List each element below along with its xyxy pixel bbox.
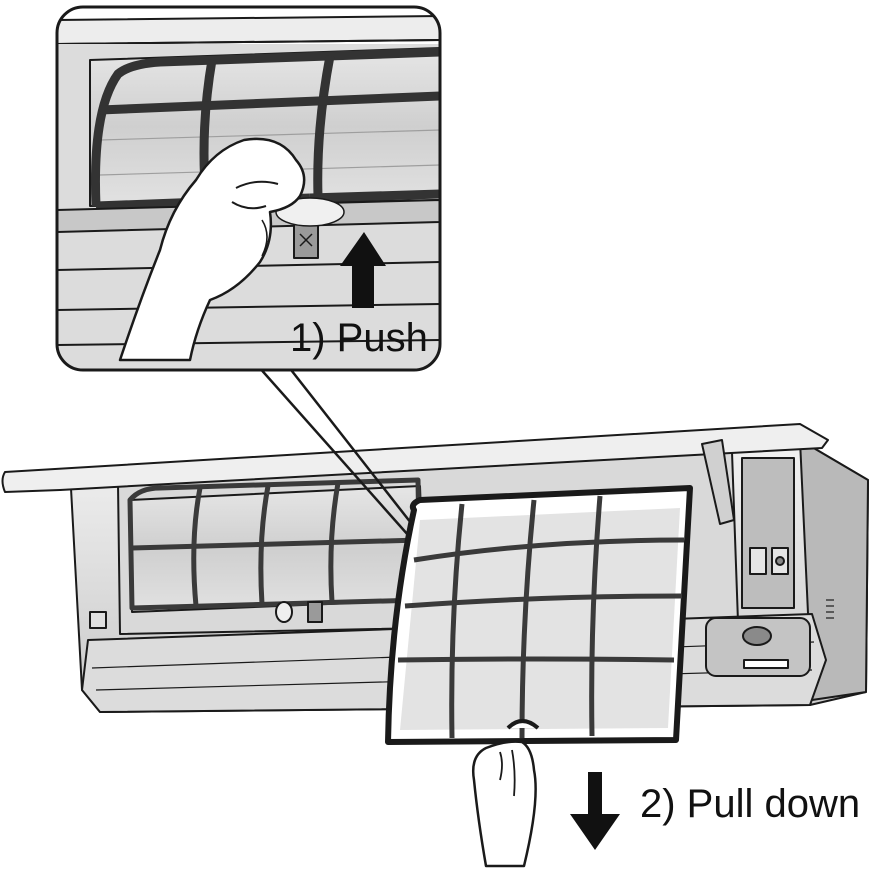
center-latch: [307, 601, 323, 623]
filter-tab: [506, 719, 540, 730]
zoom-inset: [55, 5, 442, 372]
hand-icon: [118, 137, 306, 362]
lid-arm: [701, 439, 735, 525]
side-vent: [826, 599, 834, 619]
zoom-inset-border: [55, 5, 442, 372]
removed-filter: [385, 485, 693, 745]
center-knob: [275, 601, 293, 623]
hand-icon: [472, 740, 537, 868]
front-lid: [1, 423, 829, 493]
switch-left: [749, 547, 767, 575]
step-2-label: 2) Pull down: [640, 782, 861, 826]
push-up-arrow-icon: [340, 232, 386, 308]
indicator-strip: [743, 659, 789, 669]
left-latch: [89, 611, 107, 629]
step-1-label: 1) Push: [290, 316, 428, 360]
sensor-lens: [742, 626, 772, 646]
switch-knob: [775, 556, 785, 566]
control-compartment: [741, 457, 795, 609]
inset-knob: [275, 197, 345, 227]
pull-down-arrow-icon: [570, 772, 620, 850]
